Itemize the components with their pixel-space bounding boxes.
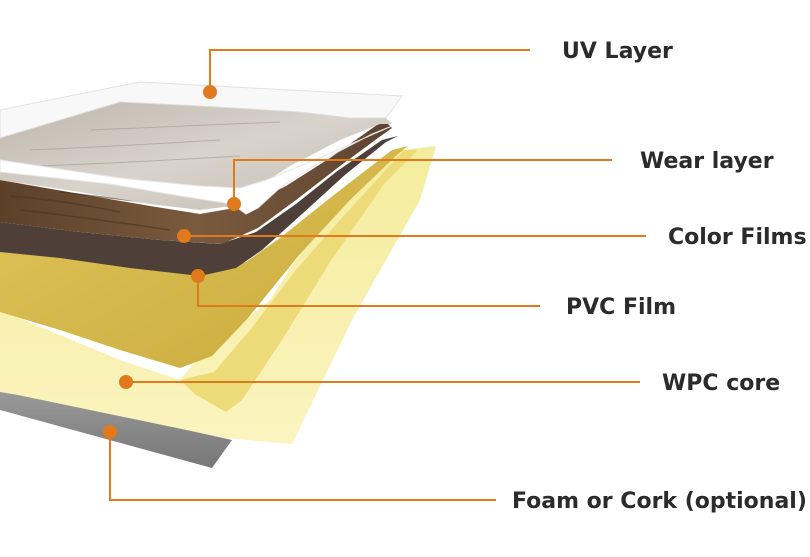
- pvc-film-layer: [0, 146, 408, 368]
- label-color-films: Color Films: [668, 225, 807, 250]
- label-uv-layer: UV Layer: [562, 39, 673, 64]
- printed-decor-layer: [0, 120, 392, 244]
- wpc-core-fold: [180, 150, 418, 412]
- leader-foam: [109, 432, 496, 501]
- leader-uv: [209, 49, 530, 92]
- label-wpc-core: WPC core: [662, 371, 780, 396]
- marker-color: [177, 229, 191, 243]
- color-film-layer: [0, 136, 398, 276]
- leader-pvc: [197, 276, 540, 307]
- marker-uv: [203, 85, 217, 99]
- label-pvc-film: PVC Film: [566, 295, 676, 320]
- marker-foam: [103, 425, 117, 439]
- label-foam-or-cork: Foam or Cork (optional): [512, 489, 807, 514]
- marker-pvc: [191, 269, 205, 283]
- marker-wpc: [119, 375, 133, 389]
- wood-texture: [29, 121, 281, 167]
- uv-layer: [0, 81, 403, 139]
- leader-wear: [233, 159, 612, 204]
- marker-wear: [227, 197, 241, 211]
- label-wear-layer: Wear layer: [640, 149, 774, 174]
